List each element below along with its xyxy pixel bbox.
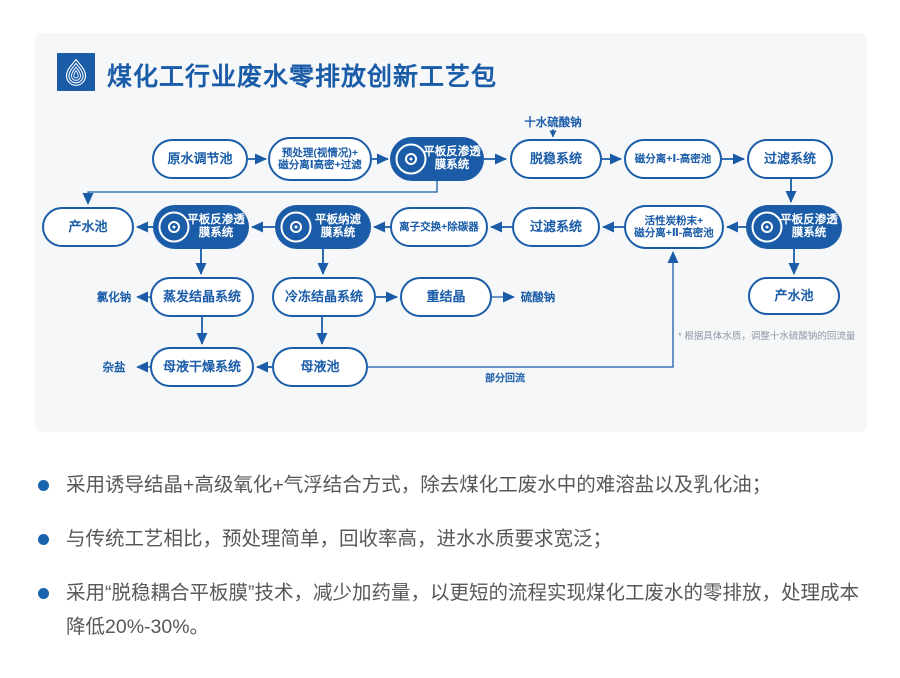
flow-node-label: 磁分离+Ⅰ-高密池	[634, 152, 712, 165]
flow-label-sodium-chloride: 氯化钠	[96, 292, 132, 304]
flow-node-label: 离子交换+除碳器	[399, 220, 479, 233]
bullet-item: 与传统工艺相比，预处理简单，回收率高，进水水质要求宽泛；	[36, 522, 864, 556]
flow-label-sodium-sulfate-decahydrate: 十水硫酸钠	[524, 117, 582, 129]
flow-node-label: 平板纳滤膜系统	[315, 213, 361, 239]
flow-node-filter-system-2: 过滤系统	[512, 207, 600, 247]
flow-node-label: 预处理(视情况)+磁分离Ⅰ高密+过滤	[278, 146, 362, 171]
flow-node-ion-exchange: 离子交换+除碳器	[390, 207, 488, 247]
flow-node-label: 平板反渗透膜系统	[423, 145, 481, 171]
bullet-text: 采用“脱稳耦合平板膜”技术，减少加药量，以更短的流程实现煤化工废水的零排放，处理…	[66, 582, 859, 638]
membrane-disc-icon	[751, 211, 783, 243]
flow-node-flat-ro-2: 平板反渗透膜系统	[153, 205, 249, 249]
flow-label-mixed-salt: 杂盐	[102, 362, 126, 374]
flow-node-pretreatment: 预处理(视情况)+磁分离Ⅰ高密+过滤	[268, 137, 372, 181]
bullet-item: 采用“脱稳耦合平板膜”技术，减少加药量，以更短的流程实现煤化工废水的零排放，处理…	[36, 576, 864, 644]
flow-node-evaporation-crystallization: 蒸发结晶系统	[150, 277, 254, 317]
flow-node-label: 平板反渗透膜系统	[187, 213, 245, 239]
flow-node-flat-ro-3: 平板反渗透膜系统	[746, 205, 842, 249]
flow-label-sodium-sulfate: 硫酸钠	[520, 292, 556, 304]
flow-edge	[82, 181, 438, 205]
flow-node-mother-liquor-pool: 母液池	[272, 347, 368, 387]
page-title: 煤化工行业废水零排放创新工艺包	[107, 63, 498, 91]
footnote: * 根据具体水质，调整十水硫酸钠的回流量	[678, 331, 856, 342]
flow-node-label: 重结晶	[426, 288, 466, 304]
flow-node-label: 冷冻结晶系统	[284, 288, 363, 304]
flow-node-product-water-pool-1: 产水池	[42, 207, 134, 247]
bullet-dot-icon	[38, 534, 49, 545]
flow-node-label: 过滤系统	[763, 150, 816, 166]
bullet-dot-icon	[38, 480, 49, 491]
flow-node-label: 产水池	[68, 218, 108, 234]
flow-node-label: 原水调节池	[167, 150, 233, 166]
membrane-disc-icon	[395, 143, 427, 175]
flow-node-magnetic-separation-1: 磁分离+Ⅰ-高密池	[624, 139, 722, 179]
bullet-dot-icon	[38, 588, 49, 599]
bullet-item: 采用诱导结晶+高级氧化+气浮结合方式，除去煤化工废水中的难溶盐以及乳化油；	[36, 468, 864, 502]
flow-node-label: 母液池	[300, 358, 340, 374]
membrane-disc-icon	[158, 211, 190, 243]
flow-label-partial-recycle: 部分回流	[485, 373, 525, 385]
bullet-text: 与传统工艺相比，预处理简单，回收率高，进水水质要求宽泛；	[66, 528, 613, 550]
membrane-disc-icon	[280, 211, 312, 243]
flow-node-label: 蒸发结晶系统	[162, 288, 241, 304]
flow-node-filter-system-1: 过滤系统	[747, 139, 833, 179]
flow-node-recrystallization: 重结晶	[400, 277, 492, 317]
flow-node-label: 平板反渗透膜系统	[780, 213, 838, 239]
water-drop-logo-icon	[57, 53, 95, 91]
flow-node-product-water-pool-2: 产水池	[748, 277, 840, 315]
flow-node-label: 母液干燥系统	[162, 358, 241, 374]
flow-node-label: 产水池	[774, 287, 814, 303]
flow-node-flat-nf: 平板纳滤膜系统	[275, 205, 371, 249]
flow-node-raw-water-pool: 原水调节池	[152, 139, 248, 179]
flow-node-flat-ro-1: 平板反渗透膜系统	[390, 137, 484, 181]
flow-node-label: 脱稳系统	[529, 150, 582, 166]
flow-node-freezing-crystallization: 冷冻结晶系统	[272, 277, 376, 317]
bullet-list: 采用诱导结晶+高级氧化+气浮结合方式，除去煤化工废水中的难溶盐以及乳化油； 与传…	[36, 468, 864, 664]
flow-node-activated-carbon: 活性炭粉末+磁分离+Ⅱ-高密池	[624, 205, 724, 249]
flow-node-label: 过滤系统	[529, 218, 582, 234]
flow-node-label: 活性炭粉末+磁分离+Ⅱ-高密池	[634, 214, 714, 239]
flow-node-mother-liquor-drying: 母液干燥系统	[150, 347, 254, 387]
flow-node-destabilization: 脱稳系统	[510, 139, 602, 179]
bullet-text: 采用诱导结晶+高级氧化+气浮结合方式，除去煤化工废水中的难溶盐以及乳化油；	[66, 474, 772, 496]
